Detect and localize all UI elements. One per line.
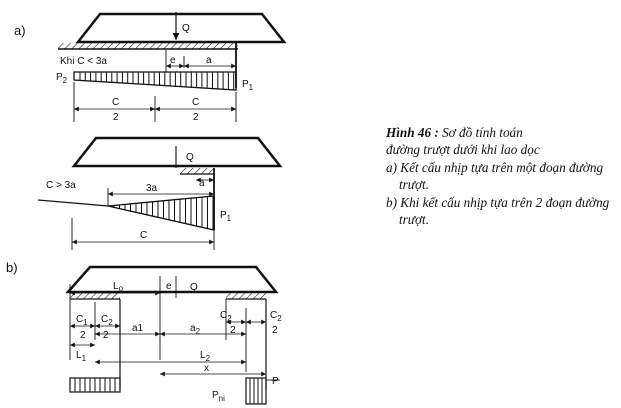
c-left-num: C bbox=[112, 97, 119, 108]
support-hatch-left bbox=[70, 293, 120, 299]
l1-label: L1 bbox=[76, 350, 87, 363]
panel-b-label: b) bbox=[6, 260, 18, 275]
pni-label: Pni bbox=[212, 390, 225, 403]
load-label-bottom: Q bbox=[190, 282, 198, 293]
panel-a-label: a) bbox=[14, 23, 26, 38]
lo-label: Lo bbox=[113, 281, 124, 293]
pressure-diagram-middle bbox=[107, 195, 215, 231]
caption-line1: Sơ đồ tính toán bbox=[442, 125, 523, 140]
a-label-middle: a bbox=[199, 178, 205, 189]
c1-den: 2 bbox=[80, 330, 86, 341]
pressure-block-left bbox=[69, 377, 121, 393]
c-label-middle: C bbox=[140, 230, 147, 241]
e-label-bottom: e bbox=[166, 281, 172, 292]
c2-right-den: 2 bbox=[272, 325, 278, 336]
c-right-num: C bbox=[192, 97, 199, 108]
condition-top: Khi C < 3a bbox=[60, 56, 107, 67]
bottom-subdiagram: Lo e Q C1 2 C2 2 a1 a2 C2 2 C2 2 L1 L2 x bbox=[65, 265, 282, 405]
a-label-top: a bbox=[206, 55, 212, 66]
c-right-den: 2 bbox=[193, 112, 199, 123]
p1-label-top: P1 bbox=[242, 79, 254, 92]
c1-label: C1 bbox=[76, 314, 88, 327]
a1-label: a1 bbox=[132, 323, 144, 334]
caption-heading: Hình 46 : Sơ đồ tính toán bbox=[386, 124, 618, 141]
caption-line2: đường trượt dưới khi lao dọc bbox=[386, 142, 540, 158]
pressure-block-right bbox=[245, 377, 267, 405]
top-subdiagram: Q Khi C < 3a e a P2 P1 C 2 C 2 bbox=[56, 12, 287, 123]
span-body-top bbox=[75, 12, 287, 44]
e-label-top: e bbox=[170, 55, 176, 66]
p2-label-top: P2 bbox=[56, 72, 68, 85]
span-body-bottom bbox=[65, 265, 279, 294]
support-hatch-right bbox=[226, 293, 266, 299]
p-label-bottom: P bbox=[272, 376, 279, 387]
condition-middle: C > 3a bbox=[46, 180, 76, 191]
figure-caption: Hình 46 : Sơ đồ tính toán đường trượt dư… bbox=[386, 124, 618, 228]
c2-mid-den: 2 bbox=[230, 325, 236, 336]
p1-label-middle: P1 bbox=[220, 210, 232, 223]
c-left-den: 2 bbox=[113, 112, 119, 123]
support-hatch-top bbox=[58, 43, 238, 49]
slope-line-middle bbox=[37, 199, 109, 207]
three-a-label: 3a bbox=[146, 183, 158, 194]
l2-label: L2 bbox=[200, 350, 211, 363]
caption-item-a: a) Kết cấu nhịp tựa trên một đoạn đường … bbox=[386, 159, 604, 193]
a2-label: a2 bbox=[190, 323, 201, 336]
x-label: x bbox=[204, 363, 209, 374]
support-hatch-middle bbox=[180, 168, 214, 174]
load-label-middle: Q bbox=[186, 152, 194, 163]
middle-subdiagram: Q C > 3a a 3a P1 C bbox=[37, 136, 283, 250]
span-body-middle bbox=[71, 136, 283, 168]
c2-right-label: C2 bbox=[270, 310, 282, 323]
load-label-top: Q bbox=[182, 23, 190, 34]
c2-left-label: C2 bbox=[101, 314, 113, 327]
c2-left-den: 2 bbox=[103, 330, 109, 341]
pressure-diagram-top bbox=[73, 71, 237, 91]
c2-mid-label: C2 bbox=[220, 310, 232, 323]
caption-item-b: b) Khi kết cấu nhịp tựa trên 2 đoạn đườn… bbox=[386, 194, 610, 228]
caption-title: Hình 46 : bbox=[386, 125, 439, 140]
